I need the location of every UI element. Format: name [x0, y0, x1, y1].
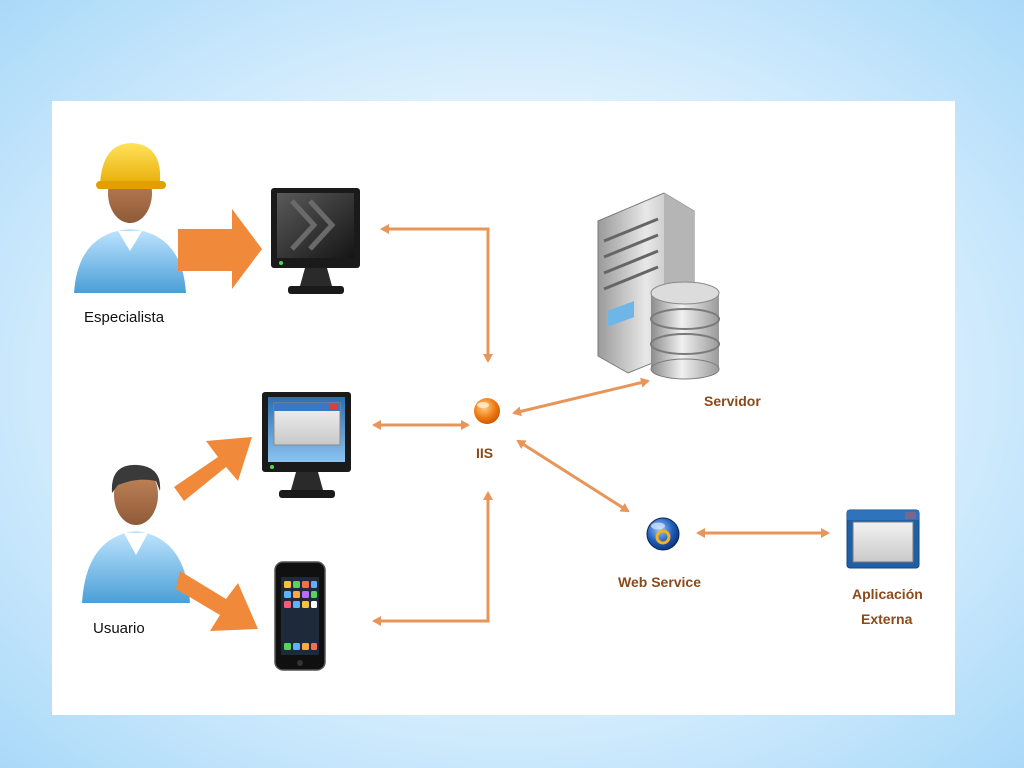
- connector-iis-dark-monitor: [380, 224, 493, 363]
- aplicacion-label-line2: Externa: [861, 611, 913, 627]
- web-service-label: Web Service: [618, 574, 702, 590]
- diagram-card: Especialista Usuario IIS Servidor Web Se…: [52, 101, 955, 715]
- web-service-icon: [646, 517, 680, 551]
- aplicacion-label-line1: Aplicación: [852, 586, 923, 602]
- dark-monitor-icon: [271, 188, 360, 294]
- servidor-label: Servidor: [704, 393, 761, 409]
- connector-iis-server: [512, 377, 650, 417]
- architecture-diagram: [74, 143, 920, 671]
- usuario-to-monitor-arrow-icon: [174, 437, 252, 501]
- usuario-to-phone-arrow-icon: [176, 571, 258, 631]
- iis-label: IIS: [476, 445, 494, 461]
- especialista-person-icon: [74, 143, 186, 293]
- usuario-person-icon: [82, 464, 190, 603]
- connector-iis-phone: [372, 491, 493, 626]
- iis-icon: [474, 398, 500, 424]
- application-window-icon: [846, 509, 920, 569]
- especialista-arrow-icon: [178, 209, 262, 289]
- window-monitor-icon: [262, 392, 351, 498]
- especialista-label: Especialista: [84, 309, 165, 326]
- usuario-label: Usuario: [93, 620, 145, 637]
- database-icon: [650, 281, 720, 380]
- smartphone-icon: [274, 561, 326, 671]
- connector-iis-web-service: [516, 439, 630, 513]
